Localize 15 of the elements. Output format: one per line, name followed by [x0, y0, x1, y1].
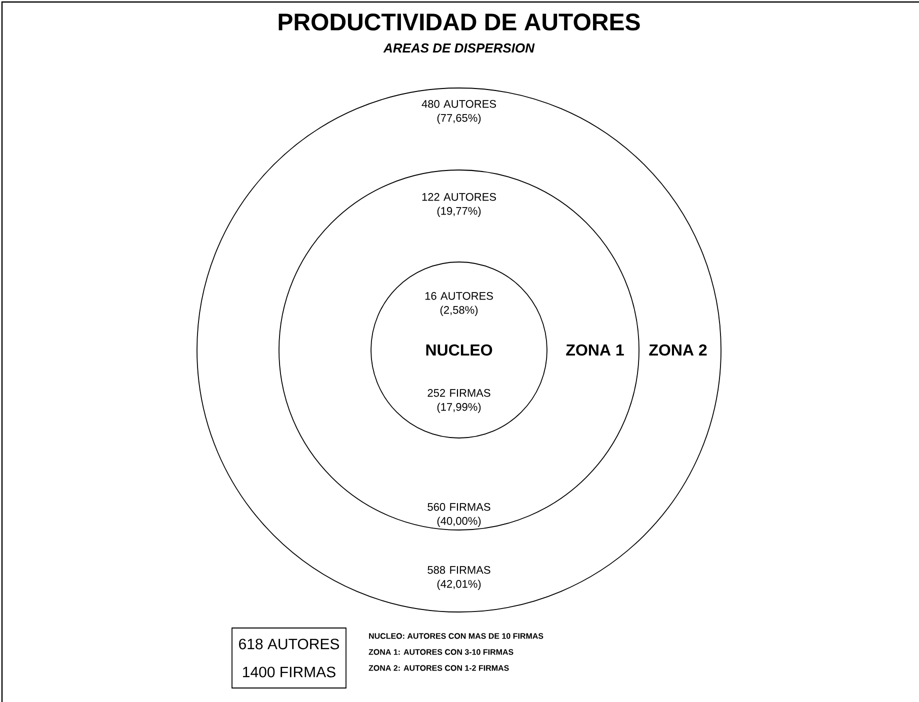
- count-label: 560 FIRMAS (40,00%): [428, 503, 490, 527]
- zone-name: ZONA 2: [649, 344, 707, 356]
- title: PRODUCTIVIDAD DE AUTORES: [278, 14, 640, 30]
- count-label: 252 FIRMAS (17,99%): [428, 389, 490, 413]
- note-text: ZONA 2: AUTORES CON 1-2 FIRMAS: [368, 665, 509, 671]
- zone-name: NUCLEO: [426, 344, 492, 356]
- note-text: NUCLEO: AUTORES CON MAS DE 10 FIRMAS: [369, 633, 544, 639]
- zone-name: ZONA 1: [566, 344, 624, 356]
- subtitle: AREAS DE DISPERSION: [383, 43, 535, 53]
- count-label: 122 AUTORES (19,77%): [422, 193, 496, 217]
- count-label: 480 AUTORES (77,65%): [422, 100, 496, 124]
- count-label: 588 FIRMAS (42,01%): [428, 566, 490, 590]
- count-label: 16 AUTORES (2,58%): [425, 292, 493, 316]
- total-box: 618 AUTORES 1400 FIRMAS: [232, 628, 346, 688]
- note-text: ZONA 1: AUTORES CON 3-10 FIRMAS: [368, 649, 514, 655]
